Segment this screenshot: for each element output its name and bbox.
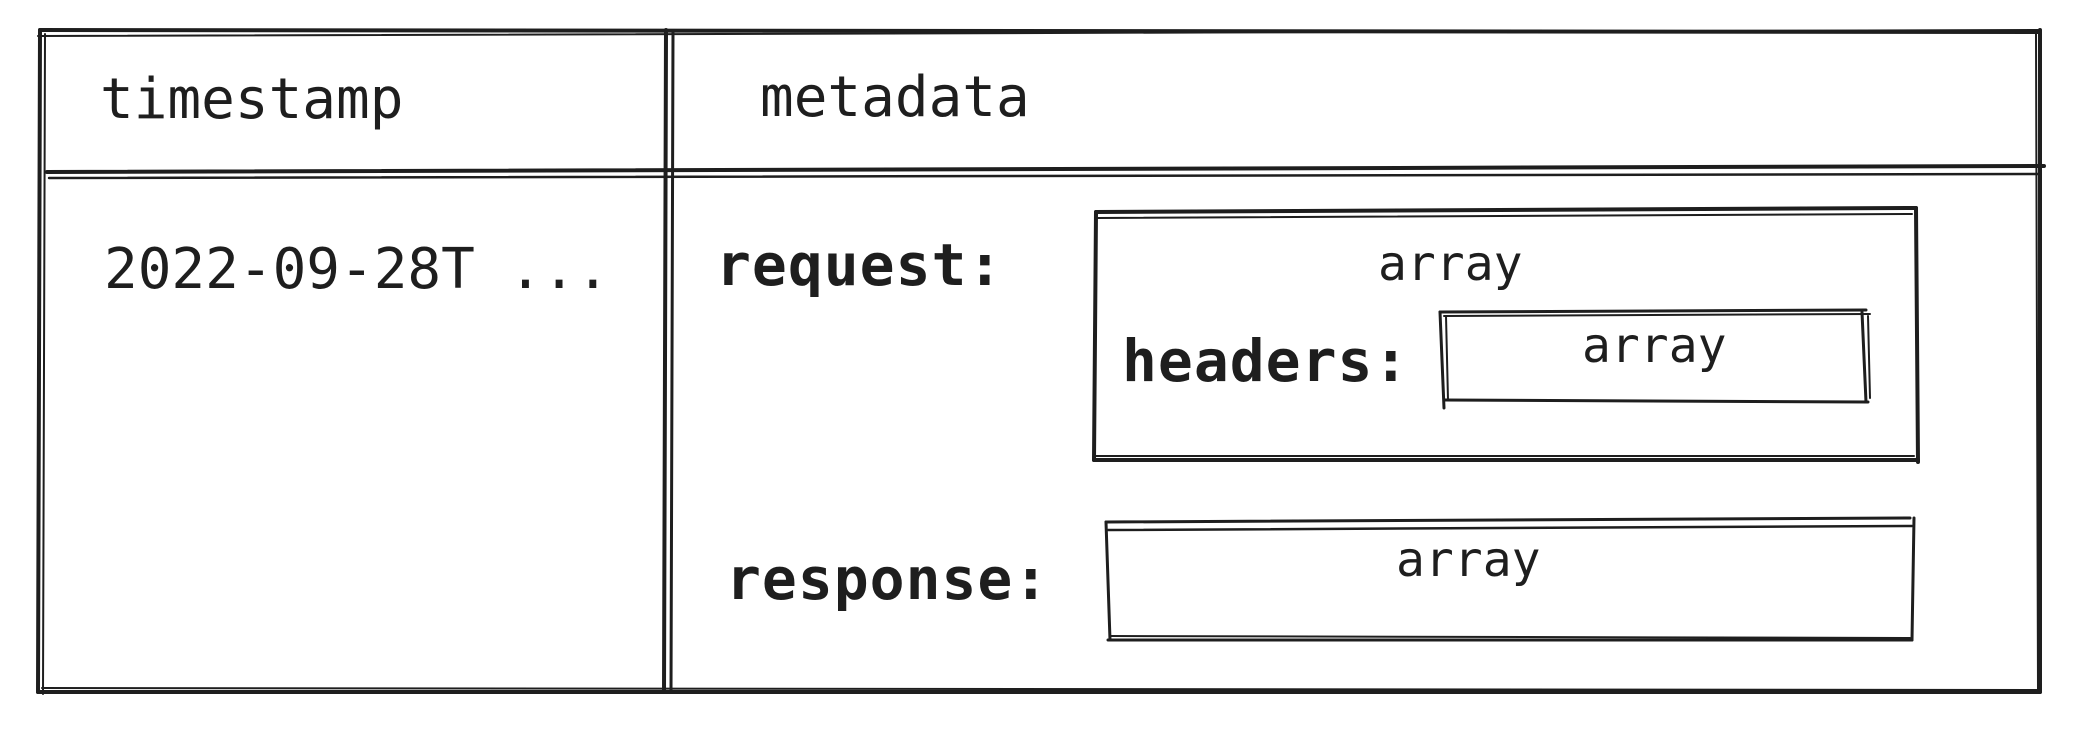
column-header-timestamp: timestamp bbox=[100, 67, 404, 132]
request-struct-box bbox=[1092, 206, 1920, 464]
column-header-metadata: metadata bbox=[760, 65, 1030, 130]
headers-type-label: array bbox=[1582, 318, 1727, 374]
request-key: request: bbox=[716, 231, 1004, 299]
column-divider bbox=[662, 28, 675, 694]
response-array-box bbox=[1104, 516, 1916, 642]
table-outline bbox=[36, 28, 2042, 695]
request-type-label: array bbox=[1378, 236, 1523, 292]
timestamp-value: 2022-09-28T ... bbox=[104, 237, 610, 302]
response-key: response: bbox=[726, 545, 1050, 613]
headers-array-box bbox=[1438, 308, 1871, 410]
headers-key: headers: bbox=[1122, 327, 1410, 395]
response-type-label: array bbox=[1396, 532, 1541, 588]
header-divider bbox=[45, 164, 2046, 180]
